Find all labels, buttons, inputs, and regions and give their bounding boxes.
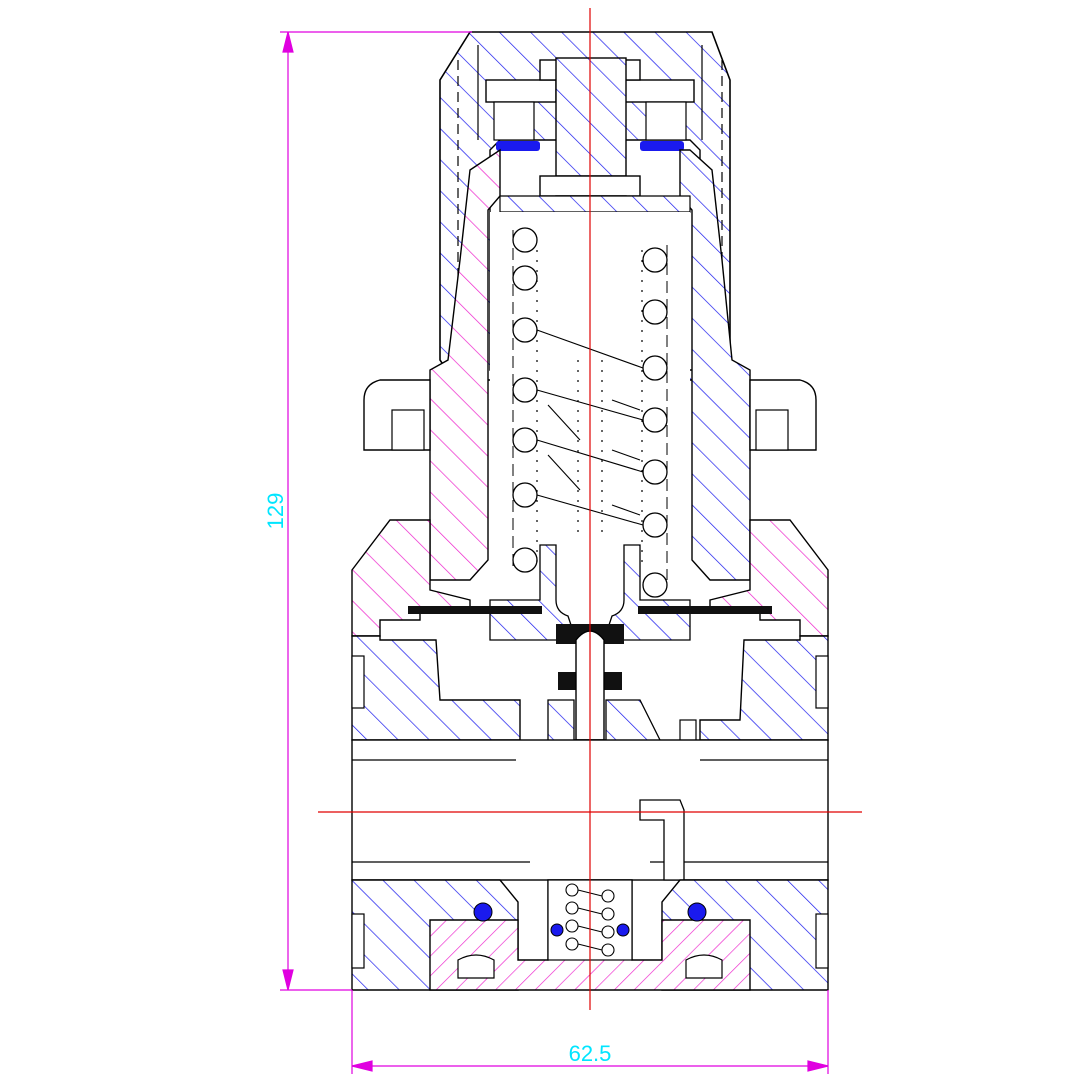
spring-seat	[489, 544, 691, 641]
spring-bonnet	[429, 148, 751, 581]
centerline	[318, 8, 862, 1010]
dimension-width	[351, 990, 829, 1074]
seal-washer	[496, 141, 684, 151]
mounting-ear-left	[363, 379, 431, 451]
dimension-height-label: 129	[263, 493, 288, 530]
dimension-width-label: 62.5	[569, 1041, 612, 1066]
valve-body-upper	[351, 519, 829, 741]
o-ring	[473, 902, 707, 937]
mounting-ear-right	[749, 379, 817, 451]
dimension-height	[280, 31, 472, 991]
